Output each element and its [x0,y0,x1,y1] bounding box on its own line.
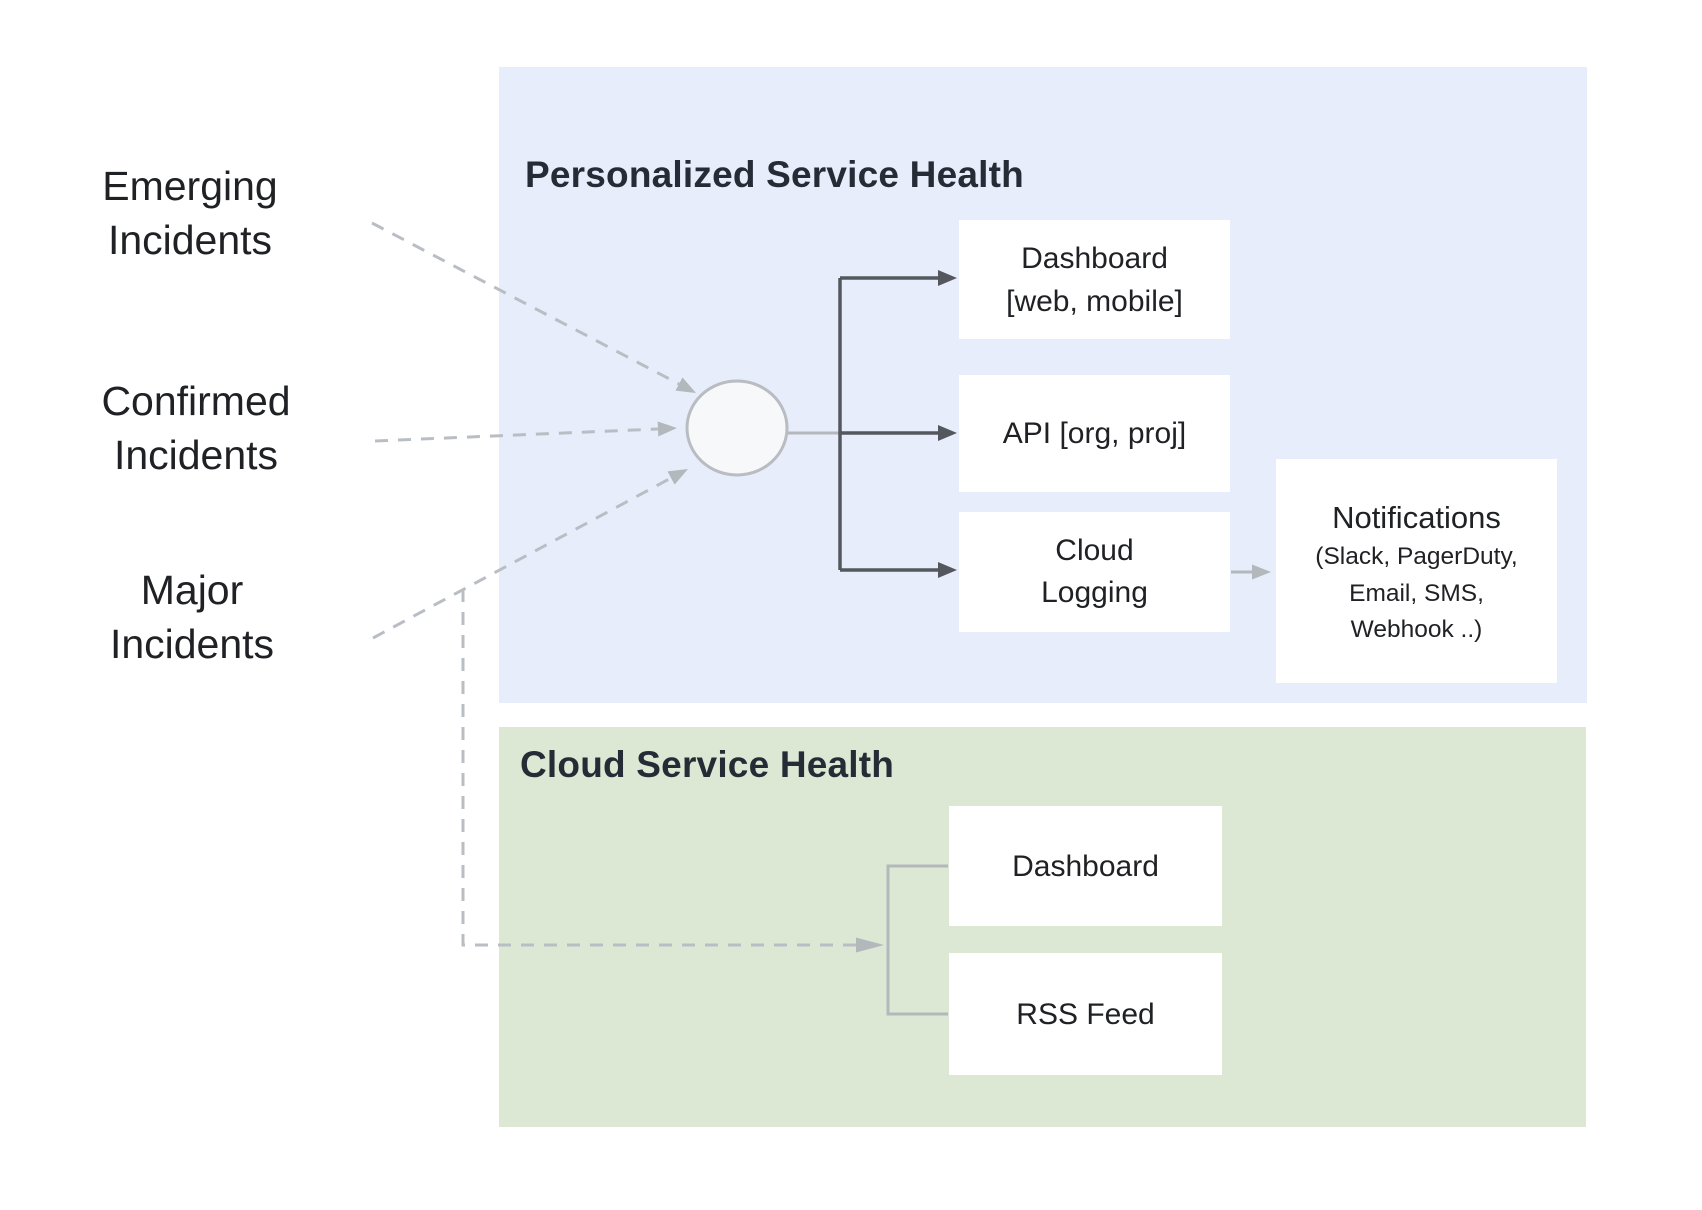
personalized-panel-title: Personalized Service Health [525,154,1024,195]
label-line: Incidents [107,217,273,263]
node-label-line: Dashboard [1021,241,1168,275]
node-dashboard-web-mobile: Dashboard [web, mobile] [959,220,1230,339]
node-cloud-dashboard: Dashboard [949,806,1222,926]
node-label-line: Cloud [1055,534,1134,567]
label-line: Confirmed [101,378,291,424]
node-api-org-proj: API [org, proj] [959,375,1230,492]
node-label-line: RSS Feed [1016,997,1155,1031]
label-emerging-incidents: Emerging Incidents [50,159,330,267]
label-line: Incidents [109,621,275,667]
node-sub-line: Email, SMS, [1349,579,1484,607]
label-confirmed-incidents: Confirmed Incidents [56,374,336,482]
node-sub-line: Webhook ..) [1350,616,1483,643]
label-line: Emerging [102,163,278,209]
node-label-line: Logging [1041,576,1148,609]
label-line: Incidents [113,432,279,478]
node-label-line: [web, mobile] [1006,284,1183,318]
label-line: Major [140,567,244,613]
node-sub-line: (Slack, PagerDuty, [1315,543,1518,570]
cloud-panel-title: Cloud Service Health [520,744,895,785]
node-heading: Notifications [1332,500,1501,535]
node-label-line: Dashboard [1012,849,1159,883]
label-major-incidents: Major Incidents [52,563,332,671]
node-label-line: API [org, proj] [1002,417,1187,450]
node-rss-feed: RSS Feed [949,953,1222,1075]
node-notifications: Notifications (Slack, PagerDuty, Email, … [1276,459,1557,683]
node-cloud-logging: Cloud Logging [959,512,1230,632]
